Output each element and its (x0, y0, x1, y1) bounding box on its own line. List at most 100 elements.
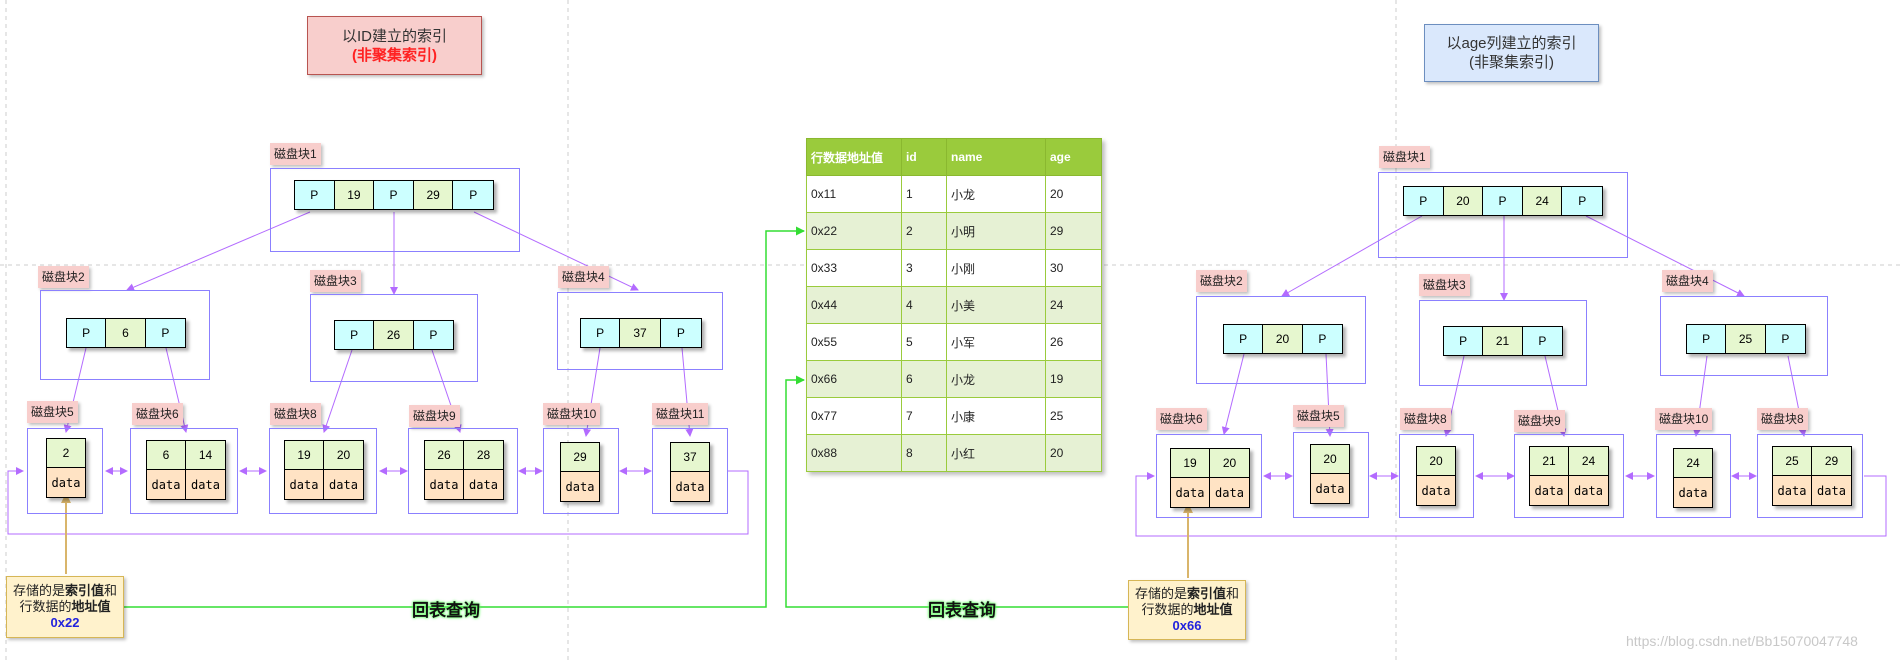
table-cell: 小红 (946, 434, 1046, 472)
key-cell: 29 (561, 443, 599, 472)
right-internal-node-3: P 25 P (1686, 324, 1806, 354)
right-leaf-note: 存储的是索引值和 行数据的地址值 0x66 (1128, 580, 1246, 640)
key-cell: 20 (1443, 187, 1484, 215)
key-cell: 29 (413, 181, 454, 209)
left-internal-block-3 (557, 292, 723, 370)
table-cell: 24 (1045, 286, 1102, 324)
data-cell: data (1773, 476, 1812, 505)
table-cell: 0x66 (806, 360, 902, 398)
pointer-cell: P (1687, 325, 1727, 353)
right-internal-block-1 (1196, 296, 1366, 384)
table-cell: 4 (901, 286, 947, 324)
pointer-cell: P (1404, 187, 1444, 215)
data-cell: data (1311, 474, 1349, 503)
right-leaf-label-1: 磁盘块6 (1156, 408, 1207, 430)
right-leaf-node-3: 20 data (1416, 446, 1456, 506)
left-internal-label-1: 磁盘块2 (38, 266, 89, 288)
left-internal-node-3: P 37 P (580, 318, 702, 348)
left-leaf-block-5 (543, 428, 619, 514)
key-cell: 24 (1569, 447, 1608, 476)
key-cell: 6 (106, 319, 146, 347)
right-lookup-label: 回表查询 (928, 601, 996, 620)
table-cell: 20 (1045, 175, 1102, 213)
watermark: https://blog.csdn.net/Bb15070047748 (1626, 633, 1858, 649)
right-leaf-block-4 (1514, 434, 1624, 518)
left-leaf-block-6 (652, 428, 728, 514)
left-leaf-node-3: 19 20 data data (284, 440, 364, 500)
pointer-cell: P (453, 181, 494, 209)
left-leaf-node-5: 29 data (560, 442, 600, 502)
right-leaf-block-3 (1399, 434, 1474, 518)
table-cell: 小美 (946, 286, 1046, 324)
data-cell: data (1210, 478, 1249, 507)
left-root-label: 磁盘块1 (270, 143, 321, 165)
note-address: 0x22 (50, 615, 80, 630)
table-cell: 小刚 (946, 249, 1046, 287)
key-cell: 19 (285, 441, 324, 470)
left-title-line1: 以ID建立的索引 (341, 27, 447, 45)
right-internal-node-1: P 20 P (1223, 324, 1343, 354)
pointer-cell: P (413, 321, 454, 349)
right-root-label: 磁盘块1 (1379, 146, 1430, 168)
table-cell: 5 (901, 323, 947, 361)
left-leaf-label-1: 磁盘块5 (27, 401, 78, 423)
right-leaf-label-3: 磁盘块8 (1400, 408, 1451, 430)
data-cell: data (1674, 478, 1712, 507)
data-cell: data (561, 472, 599, 501)
pointer-cell: P (1302, 325, 1343, 353)
right-leaf-block-5 (1656, 434, 1731, 518)
table-cell: 0x33 (806, 249, 902, 287)
left-leaf-node-1: 2 data (46, 438, 86, 498)
table-cell: 8 (901, 434, 947, 472)
column-header: name (946, 138, 1046, 176)
left-leaf-node-6: 37 data (670, 442, 710, 502)
pointer-cell: P (1483, 187, 1523, 215)
table-row: 0x77 7 小康 25 (806, 397, 1102, 435)
right-lookup-arrow (785, 375, 1128, 608)
table-cell: 小军 (946, 323, 1046, 361)
right-internal-label-2: 磁盘块3 (1419, 274, 1470, 296)
right-internal-label-3: 磁盘块4 (1662, 270, 1713, 292)
left-leaf-block-3 (269, 428, 377, 514)
table-cell: 小康 (946, 397, 1046, 435)
key-cell: 21 (1483, 327, 1523, 355)
key-cell: 19 (334, 181, 375, 209)
right-internal-block-2 (1419, 300, 1587, 386)
pointer-cell: P (1522, 327, 1563, 355)
pointer-cell: P (581, 319, 621, 347)
pointer-cell: P (1224, 325, 1264, 353)
data-cell: data (1530, 476, 1569, 505)
left-lookup-arrow (124, 226, 805, 608)
data-cell: data (671, 472, 709, 501)
left-title-line2: (非聚集索引) (352, 46, 437, 64)
table-cell: 0x11 (806, 175, 902, 213)
right-title-line2: (非聚集索引) (1469, 54, 1554, 71)
left-leaf-block-4 (408, 428, 518, 514)
key-cell: 28 (464, 441, 503, 470)
table-cell: 小龙 (946, 360, 1046, 398)
right-title-line1: 以age列建立的索引 (1446, 35, 1577, 52)
left-internal-label-3: 磁盘块4 (558, 266, 609, 288)
right-leaf-label-2: 磁盘块5 (1293, 405, 1344, 427)
left-internal-block-2 (310, 294, 478, 382)
pointer-cell: P (145, 319, 186, 347)
right-title: 以age列建立的索引 (非聚集索引) (1424, 24, 1599, 82)
key-cell: 6 (147, 441, 186, 470)
data-cell: data (425, 470, 464, 499)
column-header: id (901, 138, 947, 176)
key-cell: 37 (620, 319, 661, 347)
note-line1: 存储的是索引值和 (1134, 586, 1240, 601)
pointer-cell: P (335, 321, 375, 349)
key-cell: 29 (1812, 447, 1851, 476)
table-row: 0x22 2 小明 29 (806, 212, 1102, 250)
pointer-cell: P (295, 181, 335, 209)
table-cell: 1 (901, 175, 947, 213)
right-leaf-label-4: 磁盘块9 (1514, 410, 1565, 432)
right-leaf-block-1 (1156, 434, 1262, 518)
pointer-cell: P (1562, 187, 1603, 215)
pointer-cell: P (374, 181, 414, 209)
table-cell: 7 (901, 397, 947, 435)
data-cell: data (1569, 476, 1608, 505)
right-leaf-label-5: 磁盘块10 (1655, 408, 1713, 430)
